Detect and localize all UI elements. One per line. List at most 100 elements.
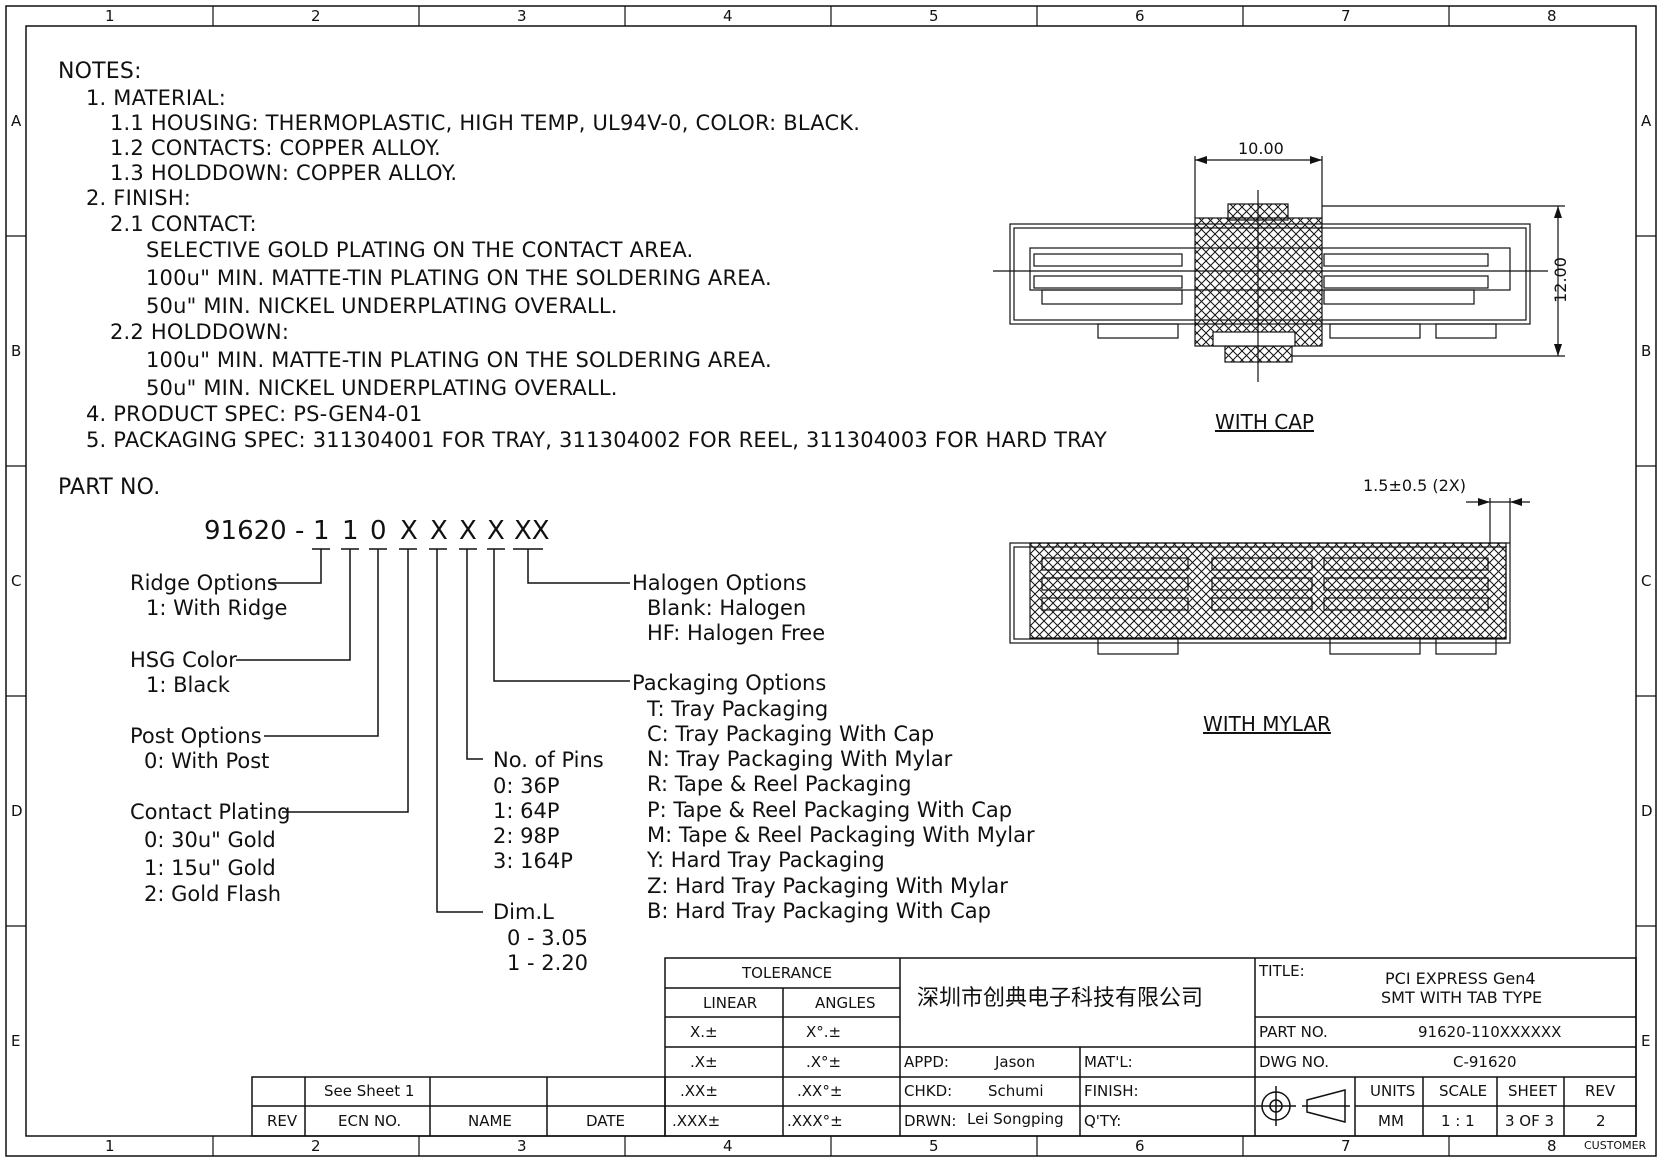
part-no-digit: X: [487, 516, 505, 546]
linear-label: LINEAR: [703, 994, 758, 1012]
contact-plating-option: 0: 30u" Gold: [144, 828, 276, 852]
notes-line: 50u" MIN. NICKEL UNDERPLATING OVERALL.: [146, 376, 618, 400]
zone-row-e-right: E: [1641, 1032, 1651, 1050]
angles-label: ANGLES: [815, 994, 876, 1012]
post-option: 0: With Post: [144, 749, 270, 773]
dim-l-option: 1 - 2.20: [507, 951, 589, 975]
packaging-option: M: Tape & Reel Packaging With Mylar: [647, 823, 1035, 847]
tolerance-label: TOLERANCE: [742, 964, 833, 982]
notes-line: SELECTIVE GOLD PLATING ON THE CONTACT AR…: [146, 238, 694, 262]
rev-label: REV: [1585, 1082, 1616, 1100]
quantity-label: Q'TY:: [1084, 1112, 1122, 1130]
zone-row-e-left: E: [11, 1032, 21, 1050]
packaging-options-title: Packaging Options: [632, 671, 827, 695]
customer-label: CUSTOMER: [1584, 1139, 1647, 1152]
zone-col-7-top: 7: [1341, 7, 1351, 25]
zone-row-b-right: B: [1641, 342, 1652, 360]
mylar-tab-dimension: 1.5±0.5 (2X): [1363, 476, 1467, 495]
packaging-option: T: Tray Packaging: [647, 697, 829, 721]
part-no-digit: X: [430, 516, 448, 546]
dwg-no-label: DWG NO.: [1259, 1053, 1329, 1071]
zone-col-8-top: 8: [1547, 7, 1557, 25]
dim-l-title: Dim.L: [493, 900, 554, 924]
part-no-label: PART NO.: [1259, 1023, 1328, 1041]
notes-line: 100u" MIN. MATTE-TIN PLATING ON THE SOLD…: [146, 266, 772, 290]
packaging-option: R: Tape & Reel Packaging: [647, 772, 912, 796]
hsg-color-option: 1: Black: [146, 673, 230, 697]
zone-col-4-bottom: 4: [723, 1137, 733, 1155]
title-block-grid: [251, 957, 1637, 1137]
zone-col-5-top: 5: [929, 7, 939, 25]
notes-line: 1. MATERIAL:: [86, 86, 226, 110]
pins-option: 3: 164P: [493, 849, 573, 873]
notes-line: 2.2 HOLDDOWN:: [110, 320, 290, 344]
zone-col-8-bottom: 8: [1547, 1137, 1557, 1155]
cap-height-dimension: 12.00: [1550, 257, 1570, 303]
part-no-prefix: 91620 -: [204, 516, 305, 546]
angle-tolerance: .X°±: [806, 1053, 842, 1071]
appd-value: Jason: [995, 1053, 1036, 1071]
revision-date-header: DATE: [586, 1112, 626, 1130]
scale-label: SCALE: [1439, 1082, 1488, 1100]
with-mylar-label: WITH MYLAR: [1203, 712, 1331, 736]
packaging-option: Z: Hard Tray Packaging With Mylar: [647, 874, 1008, 898]
contact-plating-option: 1: 15u" Gold: [144, 856, 276, 880]
zone-col-1-top: 1: [105, 7, 115, 25]
zone-tick-marks: [6, 6, 1656, 1156]
packaging-option: C: Tray Packaging With Cap: [647, 722, 935, 746]
notes-line: 2.1 CONTACT:: [110, 212, 257, 236]
zone-row-a-left: A: [11, 112, 22, 130]
pins-option: 1: 64P: [493, 799, 560, 823]
zone-col-4-top: 4: [723, 7, 733, 25]
sheet-value: 3 OF 3: [1505, 1112, 1555, 1130]
halogen-options-title: Halogen Options: [632, 571, 807, 595]
revision-name-header: NAME: [468, 1112, 512, 1130]
zone-row-c-left: C: [11, 572, 22, 590]
revision-rev-header: REV: [267, 1112, 298, 1130]
halogen-option: Blank: Halogen: [647, 596, 807, 620]
company-name: 深圳市创典电子科技有限公司: [917, 986, 1204, 1011]
see-sheet-note: See Sheet 1: [324, 1082, 415, 1100]
revision-ecn-header: ECN NO.: [338, 1112, 402, 1130]
zone-row-d-left: D: [11, 802, 23, 820]
drawing-title-line2: SMT WITH TAB TYPE: [1381, 988, 1543, 1007]
zone-col-3-top: 3: [517, 7, 527, 25]
zone-row-d-right: D: [1641, 802, 1653, 820]
zone-row-a-right: A: [1641, 112, 1652, 130]
chkd-value: Schumi: [988, 1082, 1044, 1100]
contact-plating-option: 2: Gold Flash: [144, 882, 282, 906]
zone-col-3-bottom: 3: [517, 1137, 527, 1155]
sheet-label: SHEET: [1508, 1082, 1557, 1100]
with-cap-arrowheads: [1195, 156, 1562, 356]
pins-option: 0: 36P: [493, 774, 560, 798]
part-no-digit: 0: [370, 516, 387, 546]
drawing-title-line1: PCI EXPRESS Gen4: [1385, 969, 1536, 988]
part-no-digit: 1: [342, 516, 359, 546]
pins-title: No. of Pins: [493, 748, 604, 772]
packaging-option: Y: Hard Tray Packaging: [647, 848, 885, 872]
packaging-option: B: Hard Tray Packaging With Cap: [647, 899, 991, 923]
zone-col-1-bottom: 1: [105, 1137, 115, 1155]
angle-tolerance: .XXX°±: [787, 1112, 843, 1130]
drwn-value: Lei Songping: [967, 1110, 1064, 1128]
zone-col-2-bottom: 2: [311, 1137, 321, 1155]
scale-value: 1 : 1: [1441, 1112, 1475, 1130]
part-no-digit: X: [400, 516, 418, 546]
notes-line: 2. FINISH:: [86, 186, 192, 210]
packaging-option: N: Tray Packaging With Mylar: [647, 747, 953, 771]
chkd-label: CHKD:: [904, 1082, 953, 1100]
part-no-digit: 1: [313, 516, 330, 546]
part-no-digit: XX: [514, 516, 550, 546]
with-cap-view: [993, 156, 1565, 382]
halogen-option: HF: Halogen Free: [647, 621, 826, 645]
zone-col-2-top: 2: [311, 7, 321, 25]
zone-row-c-right: C: [1641, 572, 1652, 590]
part-number-leaders: [236, 548, 630, 913]
dim-l-option: 0 - 3.05: [507, 926, 589, 950]
notes-heading: NOTES:: [58, 59, 142, 84]
contact-plating-title: Contact Plating: [130, 800, 291, 824]
projection-symbol-icon: [1256, 1086, 1350, 1126]
part-no-value: 91620-110XXXXXX: [1418, 1023, 1562, 1041]
ridge-option: 1: With Ridge: [146, 596, 288, 620]
